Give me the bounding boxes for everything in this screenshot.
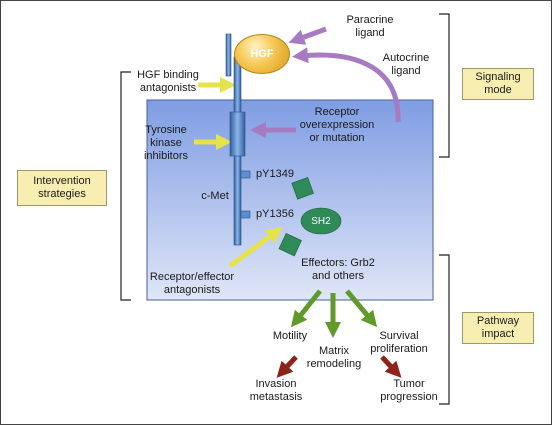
intervention-box: Intervention strategies — [17, 170, 107, 206]
py1356-site — [240, 210, 251, 219]
pathway-bracket — [439, 254, 450, 405]
hgf-ligand: HGF — [234, 34, 290, 74]
survival-label: Survival proliferation — [370, 330, 428, 355]
tumor-arrow — [380, 355, 402, 378]
paracrine-arrow — [288, 26, 327, 45]
cell-region — [146, 99, 434, 301]
matrix-label: Matrix remodeling — [306, 345, 362, 370]
autocrine-arrow — [292, 47, 401, 123]
hgf-label: HGF — [250, 48, 274, 60]
py1349-label: pY1349 — [256, 168, 294, 180]
sh2-domain — [300, 207, 342, 235]
receptor-effector-label: Receptor/effector antagonists — [149, 271, 235, 296]
motility-arrow — [291, 289, 322, 328]
c-met-label: c-Met — [201, 190, 229, 202]
intervention-box-text: Intervention strategies — [33, 175, 91, 200]
pathway-box-text: Pathway impact — [476, 315, 520, 340]
signaling-bracket — [439, 13, 450, 158]
effectors-label: Effectors: Grb2 and others — [301, 257, 375, 282]
grb2-domain-bottom — [278, 232, 302, 257]
tyrosine-kinase-label: Tyrosine kinase inhibitors — [143, 124, 189, 162]
paracrine-label: Paracrine ligand — [346, 14, 394, 39]
tumor-label: Tumor progression — [380, 378, 438, 403]
alpha-chain — [225, 33, 232, 77]
autocrine-label: Autocrine ligand — [382, 52, 430, 77]
signaling-box: Signaling mode — [462, 68, 534, 100]
invasion-arrow — [276, 355, 298, 378]
intervention-bracket — [120, 71, 131, 301]
pathway-box: Pathway impact — [462, 312, 534, 344]
receptor-effector-arrow — [228, 227, 283, 269]
sh2-label: SH2 — [311, 215, 331, 227]
py1356-label: pY1356 — [256, 208, 294, 220]
invasion-label: Invasion metastasis — [249, 378, 303, 403]
survival-arrow — [345, 289, 378, 328]
receptor-overexpression-label: Receptor overexpression or mutation — [299, 106, 375, 144]
kinase-domain — [229, 111, 246, 157]
hgf-binding-label: HGF binding antagonists — [137, 69, 199, 94]
py1349-site — [240, 170, 251, 179]
sh2-label-wrap: SH2 — [302, 208, 340, 234]
motility-label: Motility — [272, 330, 308, 342]
signaling-box-text: Signaling mode — [475, 71, 521, 96]
grb2-domain-top — [291, 177, 314, 200]
